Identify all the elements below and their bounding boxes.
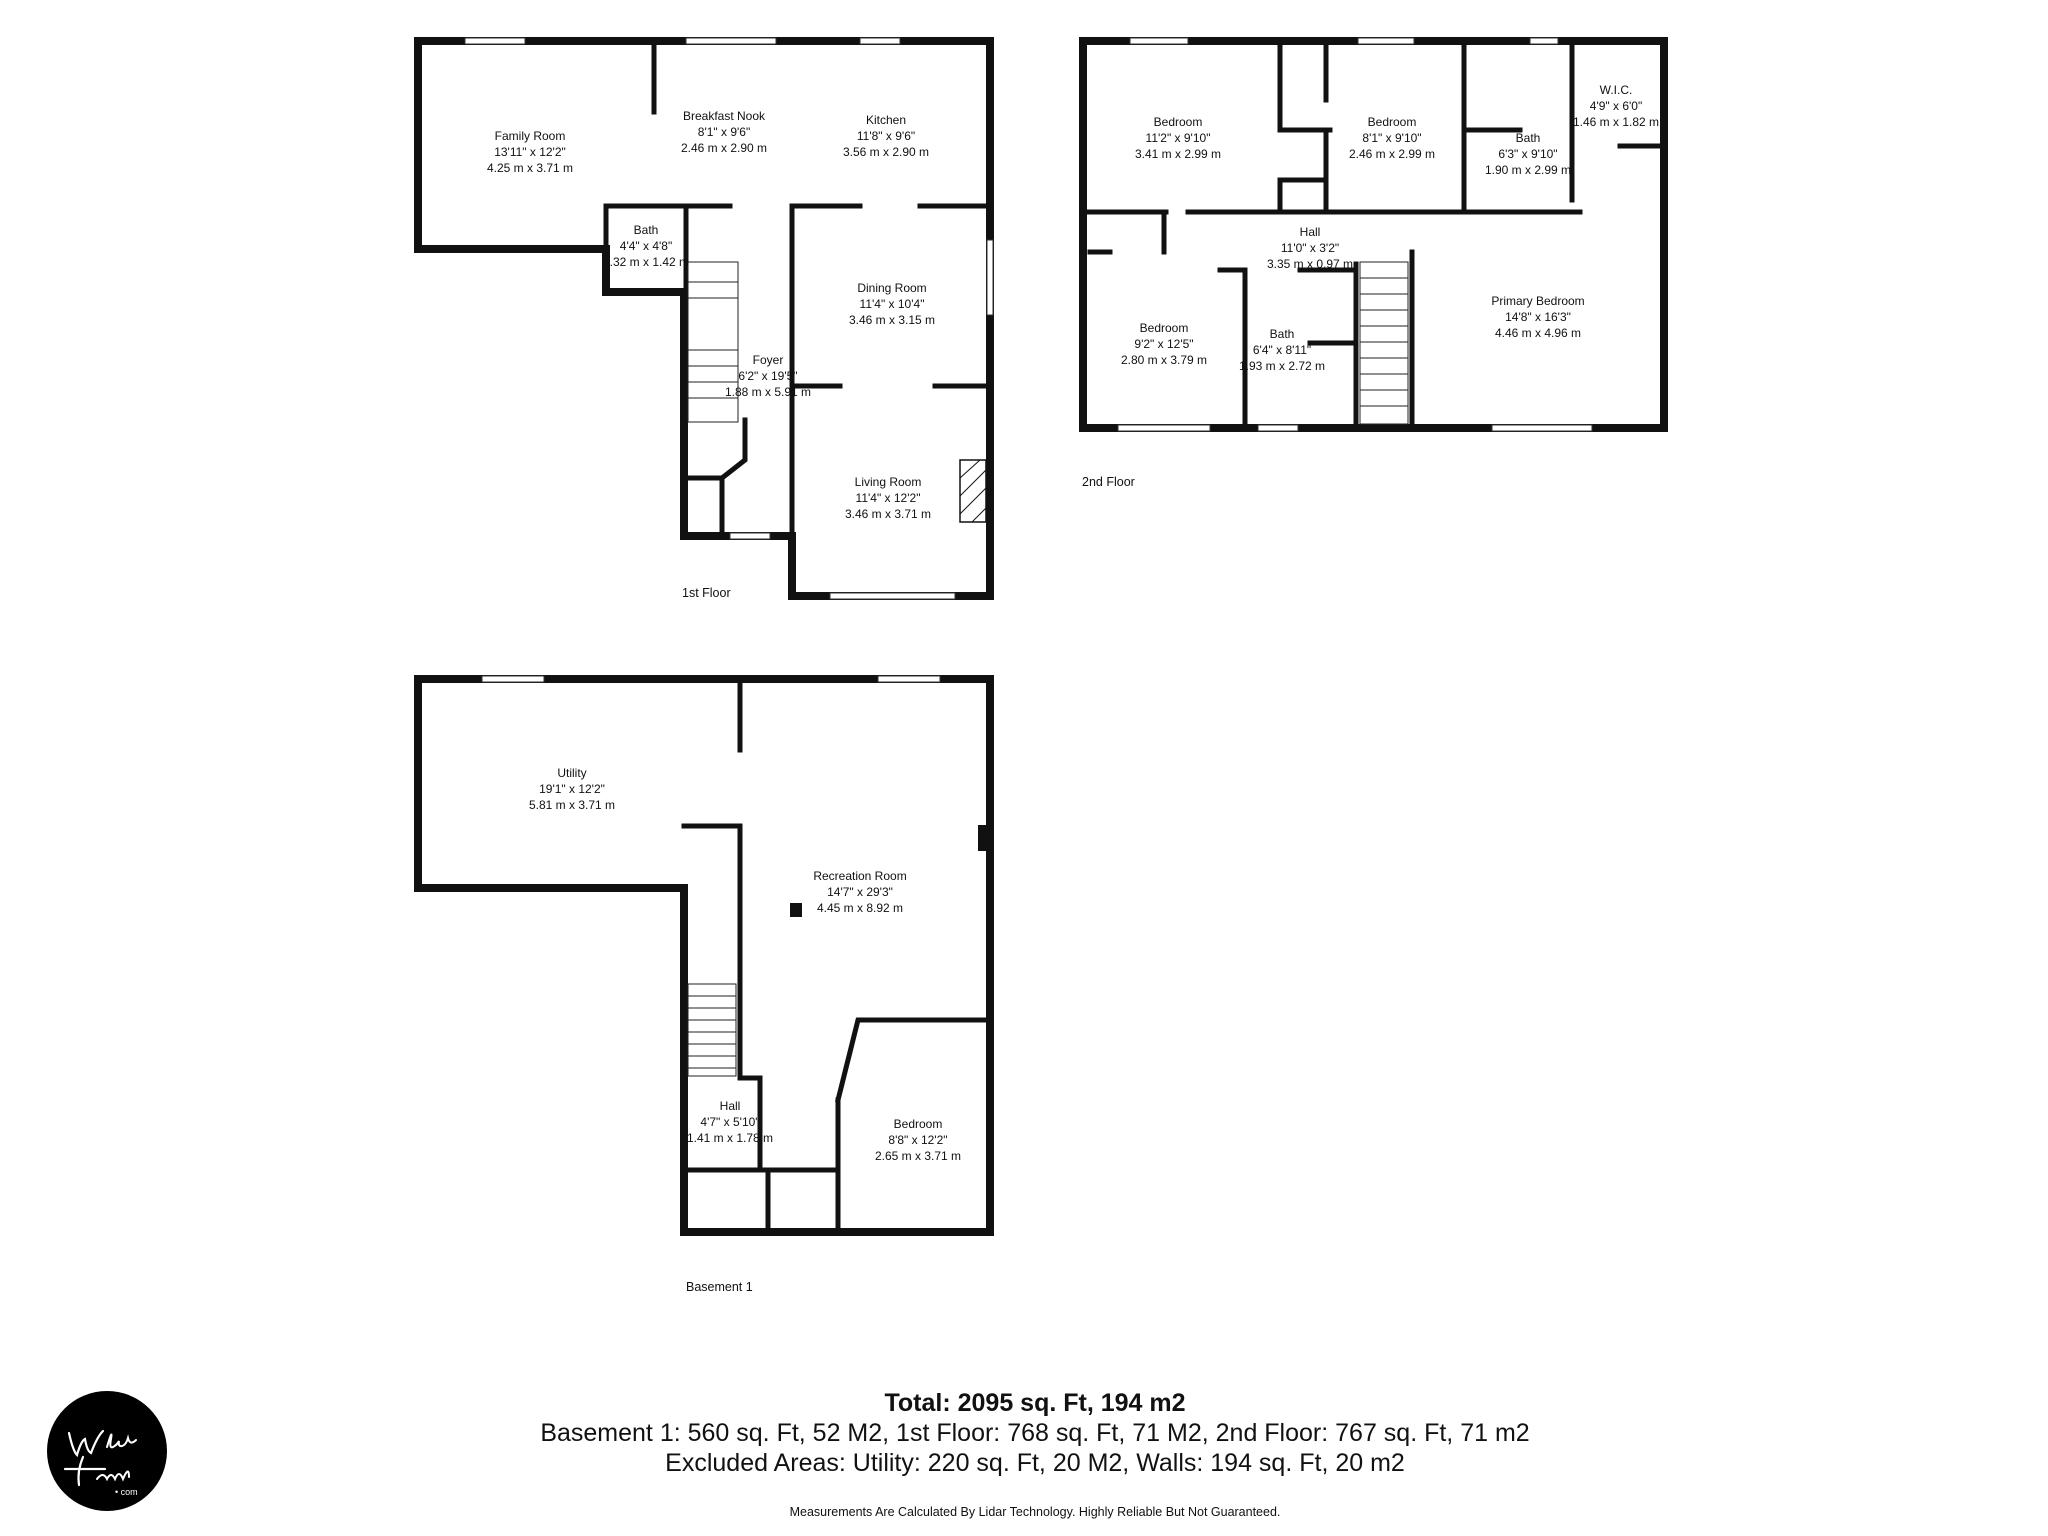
floor-label-basement: Basement 1 (686, 1280, 753, 1294)
floor-label-second: 2nd Floor (1082, 475, 1135, 489)
disclaimer: Measurements Are Calculated By Lidar Tec… (789, 1505, 1281, 1519)
room-label-wic: W.I.C.4'9" x 6'0"1.46 m x 1.82 m (1573, 83, 1659, 129)
area-summary: Total: 2095 sq. Ft, 194 m2 Basement 1: 5… (380, 1388, 1690, 1478)
first-floor-plan (414, 37, 994, 600)
basement-plan (414, 675, 994, 1236)
excluded-areas: Excluded Areas: Utility: 220 sq. Ft, 20 … (665, 1449, 1405, 1477)
basement-stairs (687, 983, 737, 1077)
second-floor-plan (1079, 37, 1668, 432)
second-floor-stairs (1359, 261, 1409, 425)
first-floor-stairs (687, 261, 739, 423)
fireplace-icon (959, 459, 987, 523)
total-area: Total: 2095 sq. Ft, 194 m2 (884, 1389, 1186, 1417)
svg-text:• com: • com (115, 1487, 138, 1497)
floor-areas: Basement 1: 560 sq. Ft, 52 M2, 1st Floor… (540, 1419, 1530, 1447)
floor-label-first: 1st Floor (682, 586, 731, 600)
wylie-ford-logo-icon: • com (47, 1391, 167, 1511)
